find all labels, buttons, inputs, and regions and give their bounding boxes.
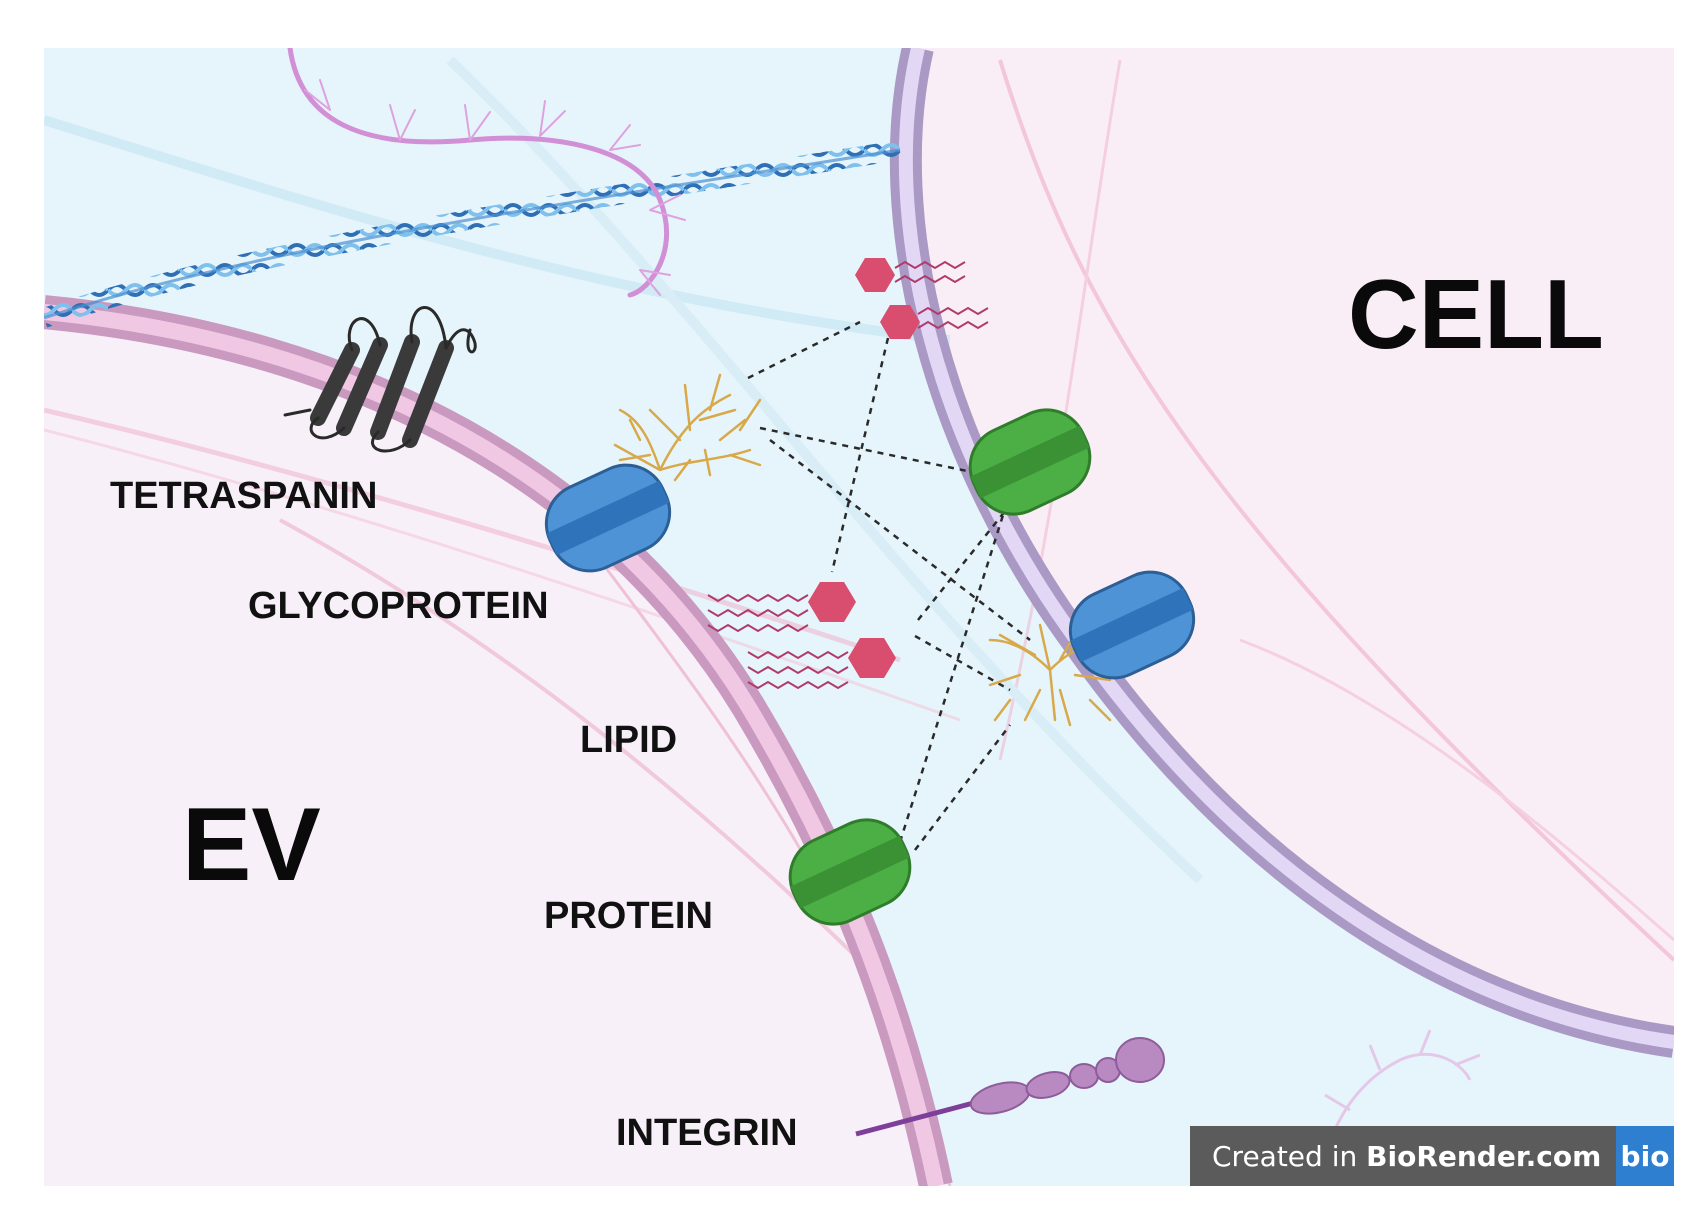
label-protein: PROTEIN xyxy=(544,895,713,937)
watermark-prefix: Created in xyxy=(1212,1140,1366,1173)
label-lipid: LIPID xyxy=(580,719,677,761)
tetraspanin-icon xyxy=(283,306,477,453)
label-tetraspanin: TETRASPANIN xyxy=(110,475,377,517)
watermark-logo: bio xyxy=(1621,1140,1670,1173)
lipid-icon xyxy=(707,582,896,690)
cell-region xyxy=(907,48,1674,1040)
biorender-watermark: Created in BioRender.com bio xyxy=(1190,1126,1674,1186)
dna-helix-icon xyxy=(44,140,902,328)
glycoprotein-icon xyxy=(544,463,1196,680)
region-label-cell: CELL xyxy=(1348,259,1604,369)
glycan-strand-icon xyxy=(287,48,686,298)
ev-region xyxy=(44,300,950,1186)
interaction-lines xyxy=(747,320,1031,851)
lipid-icon xyxy=(855,258,989,339)
region-label-ev: EV xyxy=(182,787,321,903)
label-glycoprotein: GLYCOPROTEIN xyxy=(248,585,549,627)
background-fibers xyxy=(44,56,1674,1186)
svg-text:Created in BioRender.com: Created in BioRender.com xyxy=(1212,1140,1601,1173)
protein-icon xyxy=(788,408,1092,926)
label-integrin: INTEGRIN xyxy=(616,1112,798,1154)
ev-membrane xyxy=(44,295,953,1186)
integrin-icon xyxy=(855,1037,1165,1137)
watermark-brand: BioRender.com xyxy=(1366,1140,1601,1173)
